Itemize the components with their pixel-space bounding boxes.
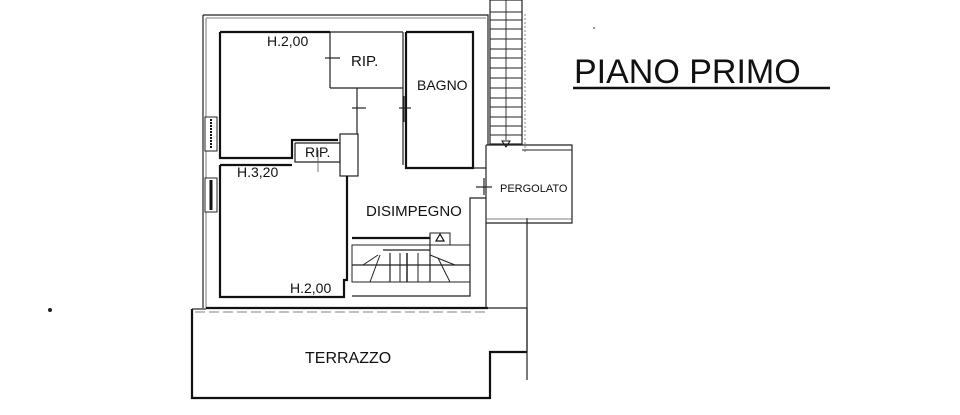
room-bagno: BAGNO bbox=[399, 30, 475, 170]
bagno-label: BAGNO bbox=[417, 77, 468, 93]
external-stair-arrow-icon bbox=[501, 140, 511, 148]
room-top-left: H.2,00 bbox=[218, 30, 403, 160]
height-label-bottom-left-bottom: H.2,00 bbox=[290, 280, 331, 296]
rip-top-label: RIP. bbox=[351, 53, 378, 70]
terrazzo-label: TERRAZZO bbox=[305, 350, 391, 367]
height-label-bottom-left-top: H.3,20 bbox=[237, 164, 278, 180]
disimpegno-label: DISIMPEGNO bbox=[366, 203, 462, 220]
room-bottom-left: H.3,20 H.2,00 bbox=[218, 163, 349, 299]
room-rip-top: RIP. bbox=[330, 31, 404, 165]
plan-title: PIANO PRIMO bbox=[573, 53, 830, 91]
internal-staircase bbox=[351, 232, 471, 283]
room-rip-small: RIP. bbox=[294, 133, 359, 177]
pergolato-label: PERGOLATO bbox=[500, 183, 568, 195]
external-staircase bbox=[489, 0, 572, 152]
stray-mark bbox=[593, 27, 595, 29]
window-left-lower bbox=[204, 177, 218, 213]
room-pergolato: PERGOLATO bbox=[476, 144, 573, 380]
room-terrazzo: TERRAZZO bbox=[190, 307, 528, 400]
outer-walls bbox=[202, 14, 489, 310]
window-left-upper bbox=[204, 116, 218, 152]
title-text: PIANO PRIMO bbox=[574, 53, 801, 91]
rip-small-label: RIP. bbox=[305, 144, 330, 160]
stair-direction-icon bbox=[434, 232, 446, 242]
height-label-top-left: H.2,00 bbox=[267, 33, 308, 49]
stray-mark bbox=[48, 308, 52, 312]
